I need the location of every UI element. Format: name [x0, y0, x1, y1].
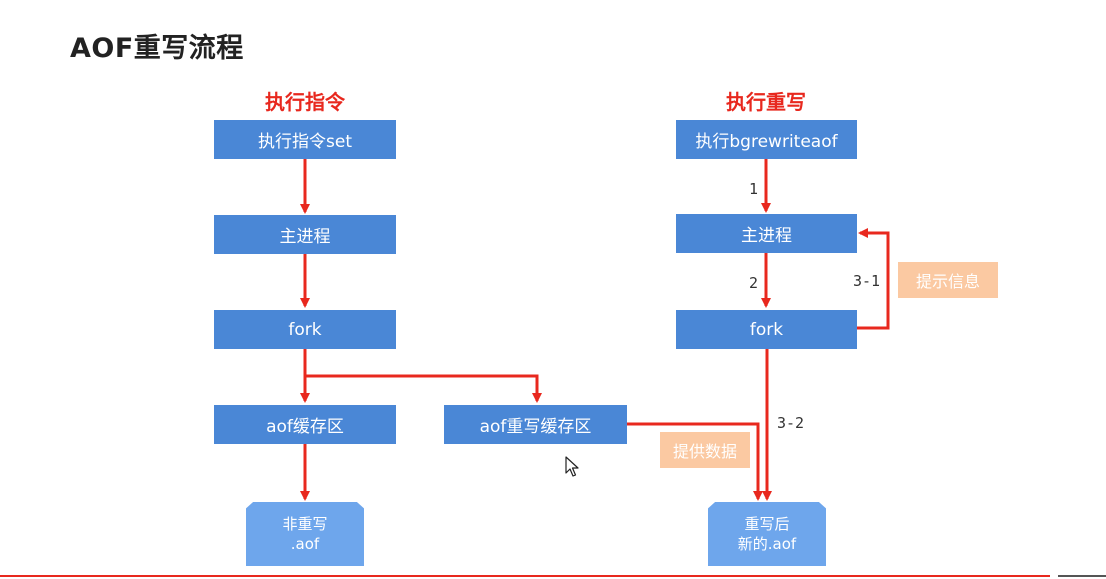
- new-file-line2: 新的.aof: [737, 535, 797, 553]
- mouse-cursor-icon: [565, 456, 579, 477]
- step-label-3-1: 3-1: [853, 272, 881, 290]
- left-aof-buffer-box: aof缓存区: [214, 405, 396, 444]
- arrow-fork-to-rewrite-buffer: [305, 374, 542, 403]
- non-rewrite-file-line2: .aof: [290, 535, 320, 553]
- aof-rewrite-buffer-box: aof重写缓存区: [444, 405, 627, 444]
- step-label-1: 1: [749, 180, 759, 198]
- notify-info-tag: 提示信息: [898, 262, 998, 298]
- right-heading: 执行重写: [726, 90, 806, 114]
- left-heading: 执行指令: [265, 90, 345, 114]
- page-title: AOF重写流程: [70, 33, 244, 64]
- new-file-line1: 重写后: [744, 514, 790, 533]
- bottom-dark-line: [1058, 575, 1106, 577]
- non-rewrite-aof-file: 非重写 .aof: [246, 502, 364, 566]
- step-label-2: 2: [749, 274, 759, 292]
- step-label-3-2: 3-2: [777, 414, 805, 432]
- provide-data-tag: 提供数据: [660, 432, 750, 468]
- right-cmd-box: 执行bgrewriteaof: [676, 120, 857, 159]
- non-rewrite-file-line1: 非重写: [282, 514, 328, 533]
- right-fork-box: fork: [676, 310, 857, 349]
- left-cmd-box: 执行指令set: [214, 120, 396, 159]
- left-main-process-box: 主进程: [214, 215, 396, 254]
- bottom-accent-line: [0, 575, 1050, 577]
- rewritten-new-aof-file: 重写后 新的.aof: [708, 502, 826, 566]
- left-fork-box: fork: [214, 310, 396, 349]
- right-main-process-box: 主进程: [676, 214, 857, 253]
